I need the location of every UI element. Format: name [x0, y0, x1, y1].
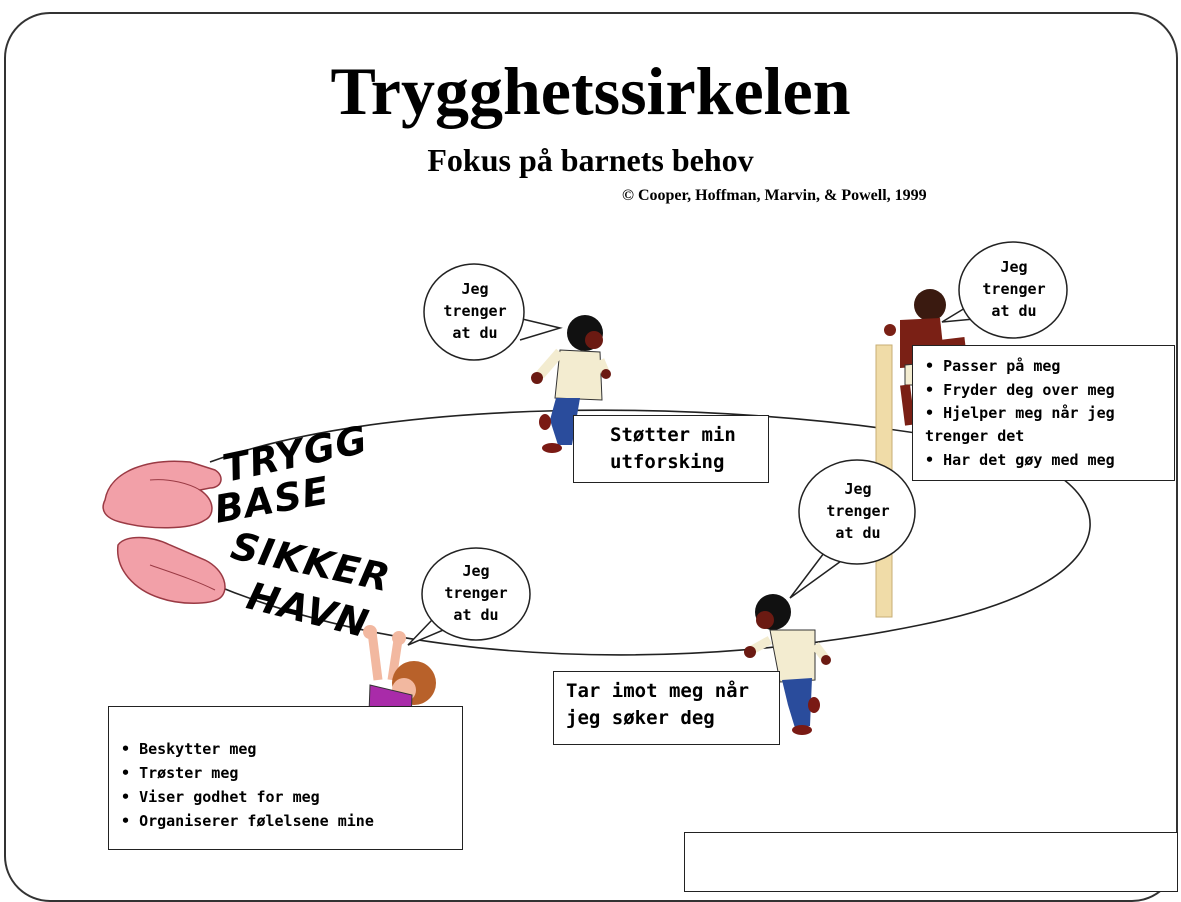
list-item: Beskytter meg — [121, 737, 462, 761]
page-subtitle: Fokus på barnets behov — [427, 142, 754, 178]
list-item: Fryder deg over meg — [925, 378, 1174, 402]
bubble-text-bottom-left: Jeg trenger at du — [444, 562, 508, 624]
security-circle — [209, 409, 1091, 656]
list-item: Har det gøy med meg — [925, 448, 1174, 472]
bubble-mid-right — [789, 459, 916, 599]
copyright-notice: © Cooper, Hoffman, Marvin, & Powell, 199… — [622, 187, 927, 204]
bottom-hand — [117, 536, 226, 604]
box-tar-imot: Tar imot meg når jeg søker deg — [553, 671, 780, 745]
bottom-left-list: Beskytter meg Trøster meg Viser godhet f… — [121, 737, 462, 833]
bubble-bottom-left — [407, 547, 531, 646]
bubble-text-top-left: Jeg trenger at du — [443, 280, 507, 342]
empty-box-bottom-right — [684, 832, 1178, 892]
page-title: Trygghetssirkelen — [330, 53, 851, 129]
box-tar-imot-text: Tar imot meg når jeg søker deg — [566, 680, 750, 729]
list-item: Trøster meg — [121, 761, 462, 785]
box-stotter: Støtter min utforsking — [573, 415, 769, 483]
child-returning — [744, 594, 831, 735]
circle-diagram — [102, 241, 1091, 796]
bubble-text-top-right: Jeg trenger at du — [982, 258, 1046, 320]
bubble-top-right — [941, 241, 1068, 339]
top-right-list: Passer på meg Fryder deg over meg Hjelpe… — [925, 354, 1174, 472]
bubble-top-left — [423, 263, 563, 361]
list-item: Viser godhet for meg — [121, 785, 462, 809]
box-top-right: Passer på meg Fryder deg over meg Hjelpe… — [912, 345, 1175, 481]
list-item: Hjelper meg når jeg trenger det — [925, 402, 1174, 448]
list-item: Organiserer følelsene mine — [121, 809, 462, 833]
child-walking-top — [531, 315, 611, 453]
list-item: Passer på meg — [925, 354, 1174, 378]
box-bottom-left: Beskytter meg Trøster meg Viser godhet f… — [108, 706, 463, 850]
box-stotter-text: Støtter min utforsking — [610, 424, 736, 473]
top-hand — [102, 460, 222, 529]
bubble-text-mid-right: Jeg trenger at du — [826, 480, 890, 542]
